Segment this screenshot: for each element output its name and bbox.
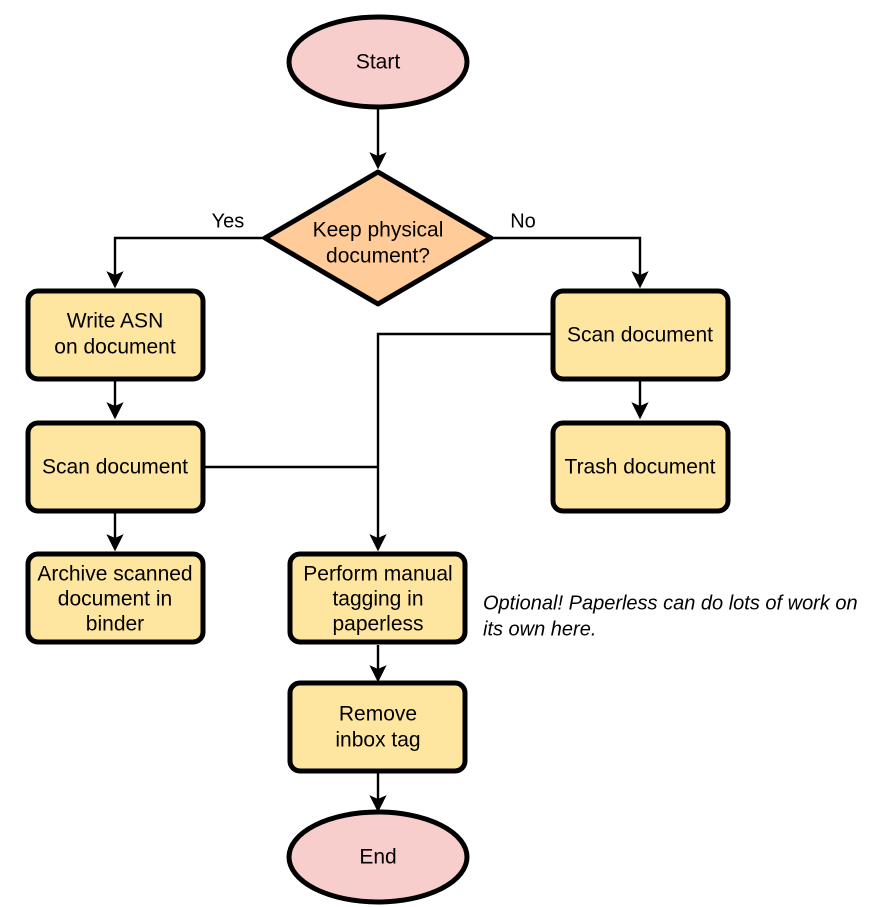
remove-inbox-label-line2: inbox tag: [335, 729, 420, 752]
archive-label-line2: document in: [58, 588, 172, 611]
node-perform-manual-tagging[interactable]: Perform manual tagging in paperless: [287, 551, 468, 645]
archive-label-line1: Archive scanned: [37, 563, 192, 586]
archive-box[interactable]: [25, 551, 206, 645]
edge-decision-no-to-scan-right: [492, 236, 649, 289]
tagging-label-line2: tagging in: [332, 588, 423, 611]
node-decision-keep-physical-document[interactable]: Keep physical document?: [262, 169, 494, 307]
optional-note-line1: Optional! Paperless can do lots of work …: [483, 592, 858, 614]
start-label: Start: [356, 51, 401, 74]
trash-document-box[interactable]: [550, 420, 731, 514]
scan-document-left-label: Scan document: [42, 456, 188, 479]
optional-note-line2: its own here.: [483, 618, 596, 640]
edge-label-no: No: [510, 210, 536, 232]
write-asn-box[interactable]: [25, 288, 206, 382]
remove-inbox-tag-box[interactable]: [287, 680, 468, 774]
node-trash-document[interactable]: Trash document: [550, 420, 731, 514]
scan-document-right-box[interactable]: [550, 288, 731, 382]
decision-label-line2: document?: [326, 245, 430, 268]
node-archive-scanned-document[interactable]: Archive scanned document in binder: [25, 551, 206, 645]
edge-decision-yes-to-write-asn: [106, 236, 264, 289]
decision-label-line1: Keep physical: [313, 219, 444, 242]
archive-label-line3: binder: [86, 613, 144, 636]
node-start[interactable]: Start: [286, 14, 470, 110]
optional-note: Optional! Paperless can do lots of work …: [483, 592, 858, 640]
node-scan-document-left[interactable]: Scan document: [25, 420, 206, 514]
decision-diamond[interactable]: [262, 169, 494, 307]
node-remove-inbox-tag[interactable]: Remove inbox tag: [287, 680, 468, 774]
node-scan-document-right[interactable]: Scan document: [550, 288, 731, 382]
edge-label-yes: Yes: [212, 210, 245, 232]
edges-layer: [106, 107, 649, 813]
edge-scan-right-to-tagging: [369, 332, 551, 552]
scan-document-right-label: Scan document: [567, 324, 713, 347]
trash-document-label: Trash document: [565, 456, 716, 479]
node-write-asn[interactable]: Write ASN on document: [25, 288, 206, 382]
remove-inbox-label-line1: Remove: [339, 703, 417, 726]
scan-document-left-box[interactable]: [25, 420, 206, 514]
tagging-label-line3: paperless: [332, 613, 423, 636]
node-end[interactable]: End: [286, 809, 470, 905]
edge-labels-layer: Yes No: [212, 210, 536, 232]
write-asn-label-line2: on document: [54, 336, 176, 359]
tagging-label-line1: Perform manual: [303, 563, 452, 586]
end-ellipse[interactable]: [286, 809, 470, 905]
write-asn-label-line1: Write ASN: [67, 310, 163, 333]
start-ellipse[interactable]: [286, 14, 470, 110]
end-label: End: [359, 846, 396, 869]
tagging-box[interactable]: [287, 551, 468, 645]
